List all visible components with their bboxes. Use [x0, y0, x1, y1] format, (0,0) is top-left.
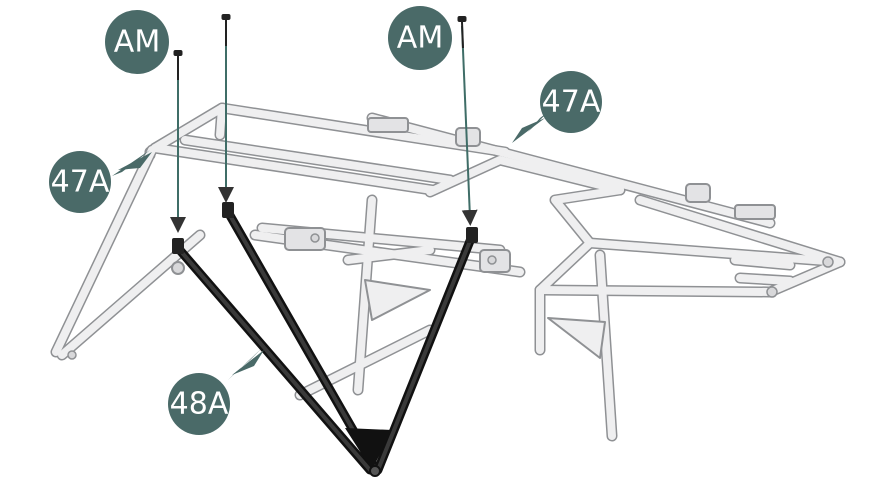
svg-text:AM: AM	[397, 21, 443, 56]
callout-47a-left: 47A	[49, 151, 111, 213]
callout-pointers	[112, 112, 548, 380]
frame-48a	[172, 202, 478, 477]
svg-text:AM: AM	[114, 25, 160, 60]
frame-47a	[50, 102, 846, 442]
svg-text:47A: 47A	[51, 165, 110, 200]
screw-am-left	[170, 50, 186, 233]
svg-text:47A: 47A	[542, 85, 601, 120]
callout-47a-right: 47A	[540, 71, 602, 133]
screw-am-middle	[218, 14, 234, 203]
screw-am-right	[457, 16, 478, 226]
callout-am-right: AM	[388, 6, 452, 70]
callout-48a: 48A	[168, 373, 230, 435]
svg-text:48A: 48A	[170, 387, 229, 422]
callout-am-left: AM	[105, 10, 169, 74]
